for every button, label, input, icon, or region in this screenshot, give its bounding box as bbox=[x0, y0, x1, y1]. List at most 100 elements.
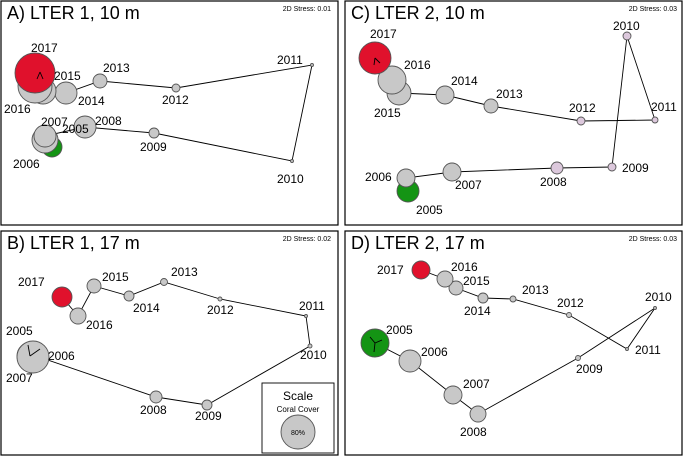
panel-c-bubble-2016 bbox=[377, 65, 407, 95]
panel-b-title: B) LTER 1, 17 m bbox=[7, 233, 140, 253]
panel-c-stress: 2D Stress: 0.03 bbox=[629, 6, 677, 13]
panel-a-bubble-2008 bbox=[73, 115, 97, 139]
panel-d-bubble-2009 bbox=[575, 355, 581, 361]
scale-subtitle: Coral Cover bbox=[277, 405, 320, 414]
panel-c-label-2008: 2008 bbox=[540, 175, 567, 189]
panel-a-label-2006: 2006 bbox=[13, 157, 40, 171]
panel-b-bubble-2012 bbox=[217, 296, 223, 302]
panel-c-label-2013: 2013 bbox=[496, 87, 523, 101]
panel-a-label-2015: 2015 bbox=[54, 69, 81, 83]
panel-c-label-2014: 2014 bbox=[451, 74, 478, 88]
panel-b-label-2013: 2013 bbox=[171, 265, 198, 279]
panel-a-frame bbox=[0, 0, 339, 226]
panel-a-label-2016: 2016 bbox=[4, 102, 31, 116]
panel-c-bubble-2012 bbox=[576, 116, 586, 126]
panel-d-label-2011: 2011 bbox=[635, 343, 661, 357]
panel-d-label-2017: 2017 bbox=[377, 263, 404, 277]
panel-d-label-2007: 2007 bbox=[463, 377, 490, 391]
panel-d-label-2016: 2016 bbox=[451, 260, 478, 274]
panel-b-bubble-2007 bbox=[16, 340, 50, 374]
panel-b-bubble-2015 bbox=[86, 278, 102, 294]
panel-a-stress: 2D Stress: 0.01 bbox=[283, 6, 331, 13]
panel-b-bubble-2014 bbox=[123, 290, 135, 302]
panel-c-label-2006: 2006 bbox=[365, 170, 392, 184]
panel-b-label-2017: 2017 bbox=[18, 275, 45, 289]
panel-a-bubble-2009 bbox=[148, 127, 160, 139]
panel-c-bubble-2014 bbox=[435, 85, 455, 105]
panel-b-label-2006: 2006 bbox=[48, 349, 75, 363]
panel-d-label-2005: 2005 bbox=[386, 323, 413, 337]
scale-value: 80% bbox=[291, 430, 305, 437]
panel-a-bubble-2007 bbox=[33, 124, 57, 148]
panel-d-label-2012: 2012 bbox=[557, 296, 584, 310]
panel-a-label-2014: 2014 bbox=[78, 94, 105, 108]
panel-b-label-2009: 2009 bbox=[195, 409, 222, 423]
panel-d-bubble-2010 bbox=[653, 306, 657, 310]
panel-d-label-2009: 2009 bbox=[576, 362, 603, 376]
panel-b: B) LTER 1, 17 m 2D Stress: 0.02 2005 200… bbox=[0, 230, 339, 456]
panel-d-bubble-2011 bbox=[625, 347, 629, 351]
panel-c-label-2016: 2016 bbox=[404, 58, 431, 72]
panel-d-label-2006: 2006 bbox=[421, 345, 448, 359]
panel-d-arrowhead bbox=[369, 336, 383, 353]
panel-d-stress: 2D Stress: 0.03 bbox=[629, 236, 677, 243]
panel-c-label-2012: 2012 bbox=[569, 101, 596, 115]
panel-b-arrowhead bbox=[27, 344, 41, 357]
panel-b-bubble-2008 bbox=[149, 390, 163, 404]
panel-c-bubble-2011 bbox=[651, 116, 659, 124]
panel-d: D) LTER 2, 17 m 2D Stress: 0.03 2005 200… bbox=[344, 230, 683, 456]
panel-b-label-2011: 2011 bbox=[299, 299, 325, 313]
panel-d-label-2010: 2010 bbox=[645, 290, 672, 304]
panel-b-label-2012: 2012 bbox=[207, 303, 234, 317]
panel-c-label-2011: 2011 bbox=[651, 100, 677, 114]
panel-b-bubble-2009 bbox=[201, 399, 213, 411]
panel-b-stress: 2D Stress: 0.02 bbox=[283, 236, 331, 243]
panel-a-bubble-2011 bbox=[310, 63, 314, 67]
panel-a: A) LTER 1, 10 m 2D Stress: 0.01 2005 200… bbox=[0, 0, 339, 226]
panel-c-label-2015: 2015 bbox=[374, 106, 401, 120]
panel-c-bubble-2010 bbox=[622, 31, 632, 41]
panel-c-label-2005: 2005 bbox=[416, 203, 443, 217]
panel-d-bubble-2007 bbox=[443, 385, 463, 405]
panel-b-bubble-2010 bbox=[307, 343, 313, 349]
panel-b-bubble-2013 bbox=[160, 278, 168, 286]
panel-d-label-2013: 2013 bbox=[522, 283, 549, 297]
panel-a-label-2017: 2017 bbox=[31, 41, 58, 55]
panel-c-label-2009: 2009 bbox=[622, 161, 649, 175]
panel-d-bubble-2014 bbox=[477, 292, 489, 304]
scale-title: Scale bbox=[283, 389, 313, 403]
panel-c: C) LTER 2, 10 m 2D Stress: 0.03 2005 200… bbox=[344, 0, 683, 226]
panel-c-bubble-2013 bbox=[483, 98, 499, 114]
panel-d-bubble-2015 bbox=[448, 280, 464, 296]
panel-c-bubble-2009 bbox=[607, 162, 617, 172]
panel-b-label-2005: 2005 bbox=[6, 324, 33, 338]
panel-b-label-2010: 2010 bbox=[300, 348, 327, 362]
panel-a-title: A) LTER 1, 10 m bbox=[7, 3, 140, 23]
panel-d-bubble-2012 bbox=[566, 312, 572, 318]
panel-d-bubble-2013 bbox=[509, 295, 517, 303]
panel-a-bubble-2010 bbox=[290, 159, 294, 163]
scale-bubble bbox=[280, 414, 316, 450]
panel-a-bubble-2014 bbox=[54, 81, 78, 105]
panel-c-bubble-2007 bbox=[442, 162, 462, 182]
panel-a-arrowhead bbox=[36, 71, 44, 80]
panel-a-label-2011: 2011 bbox=[277, 53, 303, 67]
panel-b-label-2016: 2016 bbox=[86, 318, 113, 332]
panel-b-bubble-2017 bbox=[51, 286, 73, 308]
panel-c-label-2007: 2007 bbox=[455, 178, 482, 192]
panel-a-bubble-2013 bbox=[92, 73, 108, 89]
panel-d-bubble-2006 bbox=[398, 349, 422, 373]
panel-a-bubble-2012 bbox=[171, 83, 181, 93]
coral-cover-scale: Scale Coral Cover 80% bbox=[261, 382, 335, 454]
panel-a-label-2007: 2007 bbox=[41, 115, 68, 129]
panel-d-label-2015: 2015 bbox=[463, 274, 490, 288]
panel-d-bubble-2017 bbox=[411, 260, 431, 280]
panel-c-label-2017: 2017 bbox=[370, 27, 397, 41]
panel-a-label-2008: 2008 bbox=[95, 114, 122, 128]
panel-b-label-2008: 2008 bbox=[140, 403, 167, 417]
panel-a-label-2009: 2009 bbox=[140, 140, 167, 154]
panel-d-label-2008: 2008 bbox=[460, 425, 487, 439]
panel-c-title: C) LTER 2, 10 m bbox=[351, 3, 485, 23]
panel-b-label-2007: 2007 bbox=[6, 371, 33, 385]
